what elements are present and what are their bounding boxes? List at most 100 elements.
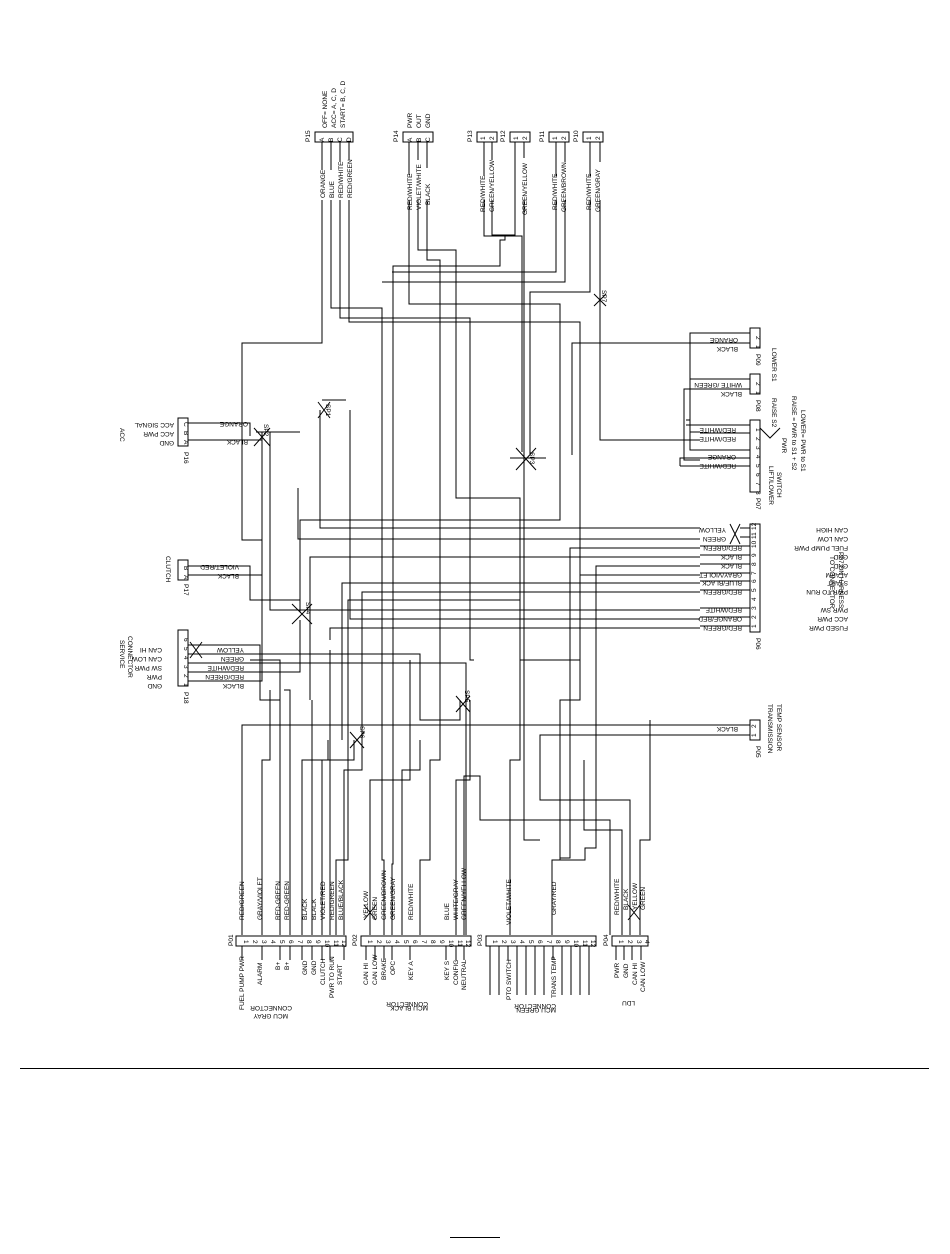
- p09-wire-2: ORANGE: [709, 336, 738, 343]
- p03-pin-8: 8: [554, 940, 561, 944]
- p04-pin-4: 4: [643, 940, 650, 944]
- p07-pin-4: 4: [754, 455, 761, 459]
- p06-pin-6: 6: [751, 579, 758, 583]
- p06-title-line2: P07 ON HARNESS: [837, 552, 844, 609]
- p06-wire-3: RED/WHITE: [705, 606, 742, 613]
- p01-label-10: CLUTCH: [320, 958, 327, 985]
- p15-pin-b: B: [328, 138, 335, 142]
- p02-label-10: KEY S: [444, 960, 451, 980]
- p13-wire-2: GREEN/YELLOW: [489, 159, 496, 212]
- p12-pin-1: 1: [513, 136, 520, 140]
- p02-pin-10: 10: [447, 940, 454, 948]
- p04-pin-1: 1: [617, 940, 624, 944]
- p15-note-acc: ACC= A, C, D: [331, 88, 338, 128]
- p06-label-3: PWR SW: [820, 606, 848, 613]
- p18-title-line1: SERVICE: [118, 640, 125, 669]
- p15-wire-d: RED/GREEN: [347, 159, 354, 198]
- p06-wire-11: GREEN: [703, 535, 726, 542]
- p01-pin-12: 12: [340, 940, 347, 948]
- p04-label-4: CAN LOW: [640, 961, 647, 992]
- p06-wire-10: RED/GREEN: [703, 544, 742, 551]
- p01-pin-8: 8: [305, 940, 312, 944]
- p11-pin-2: 2: [561, 136, 568, 140]
- p16-label-acc-signal: ACC SIGNAL: [134, 421, 174, 428]
- p06-pin-12: 12: [751, 522, 758, 530]
- p12-wire-2: GREEN/YELLOW: [522, 162, 529, 215]
- twist-mark-p02: [363, 904, 377, 921]
- p07-wire-4: ORANGE: [707, 453, 736, 460]
- splice-sp3-label: SP3: [528, 452, 535, 465]
- p02-title-line1: MCU BLACK: [389, 1004, 428, 1011]
- p18-label-pwr: PWR: [147, 673, 162, 680]
- connector-p14: P14 A B C PWR OUT GND RED/WHITE VIOLET/W…: [393, 113, 434, 210]
- p17-pin-b: B: [182, 566, 189, 570]
- p10-pin-2: 2: [595, 136, 602, 140]
- p08-title: RAISE S2: [770, 398, 777, 428]
- connector-p08: P08 1 2 RAISE S2 WHITE /GREEN BLACK: [694, 373, 777, 428]
- p07-pin-6: 6: [754, 473, 761, 477]
- p03-pin-7: 7: [545, 940, 552, 944]
- p14-id: P14: [393, 130, 400, 142]
- p06-wire-12: YELLOW: [698, 526, 726, 533]
- p15-note-off: OFF= NONE: [322, 90, 329, 128]
- connector-p12: P12 1 2 GREEN/YELLOW: [500, 130, 531, 236]
- p01-pin-5: 5: [278, 940, 285, 944]
- p02-pin-9: 9: [438, 940, 445, 944]
- p01-pin-4: 4: [269, 940, 276, 944]
- p01-pin-10: 10: [323, 940, 330, 948]
- p01-label-6: B+: [284, 962, 291, 970]
- raise-bracket: [759, 427, 781, 439]
- p02-label-12: NEUTRAL: [461, 959, 468, 990]
- p07-pin-3: 3: [754, 446, 761, 450]
- p09-pin-1: 1: [754, 345, 761, 349]
- p02-label-1: CAN HI: [363, 963, 370, 985]
- p15-pin-d: D: [346, 137, 353, 142]
- p01-wire-6: RED-GREEN: [284, 881, 291, 920]
- p18-pin-4: 4: [182, 656, 189, 660]
- p07-title-line1: LIFT/LOWER: [767, 466, 774, 505]
- p04-wire-3: YELLOW: [632, 882, 639, 910]
- splice-sp2: SP2: [253, 424, 300, 447]
- p02-pin-12: 12: [464, 940, 471, 948]
- p07-pin-7: 7: [754, 482, 761, 486]
- p01-label-11: PWR TO RUN: [329, 956, 336, 998]
- p18-label-can-hi: CAN HI: [140, 646, 162, 653]
- p01-label-12: START: [337, 964, 344, 985]
- p03-pin-1: 1: [491, 940, 498, 944]
- connector-p09: P09 1 2 LOWER S1 ORANGE BLACK: [700, 327, 777, 382]
- p03-pin-5: 5: [527, 940, 534, 944]
- p14-wire-b: VIOLET/WHITE: [416, 163, 423, 210]
- p04-label-1: PWR: [614, 963, 621, 978]
- p18-pin-2: 2: [182, 674, 189, 678]
- p14-pin-a: A: [407, 137, 414, 142]
- p01-label-1: FUEL PUMP PWR: [239, 956, 246, 1010]
- p15-pin-c: C: [337, 137, 344, 142]
- connector-p17: P17 A B CLUTCH BLACK VIOLET/RED: [164, 556, 239, 596]
- p06-title-line1: TO CONNECTOR: [828, 556, 835, 609]
- connector-p03: P03 1 2 3 4 5 6 7 8 9 10 11 12 PTO SWITC…: [477, 878, 597, 1013]
- p18-wire-4: GREEN: [221, 655, 244, 662]
- splice-sp1-label: SP1: [324, 404, 331, 417]
- p03-label-3: PTO SWITCH: [506, 959, 513, 1000]
- p17-wire-b: VIOLET/RED: [200, 563, 239, 570]
- p06-wire-9: BLACK: [720, 553, 742, 560]
- splice-sp7-label: SP7: [600, 290, 607, 303]
- p04-label-2: GND: [623, 963, 630, 978]
- connector-p02: P02 1 2 3 4 5 6 7 8 9 10 11 12 CAN HI CA…: [352, 867, 472, 1011]
- p06-pin-5: 5: [751, 588, 758, 592]
- p06-wire-6: BLUE/BLACK: [701, 579, 742, 586]
- twist-mark-p04: [627, 904, 641, 921]
- splice-sp5: SP5: [455, 690, 471, 713]
- p06-pin-10: 10: [751, 540, 758, 548]
- p06-wires: RED/GREEN ORANGE/RED RED/WHITE RED/GREEN…: [698, 526, 742, 631]
- p12-id: P12: [500, 130, 507, 142]
- p02-label-11: CONFIG: [453, 960, 460, 985]
- p16-pin-b: B: [182, 431, 189, 435]
- p03-pin-10: 10: [572, 940, 579, 948]
- connector-p11: P11 1 2 RED/WHITE GREEN/BROWN: [539, 131, 570, 212]
- p03-id: P03: [477, 934, 484, 946]
- p11-id: P11: [539, 131, 546, 142]
- p03-label-8: TRANS TEMP: [551, 956, 558, 998]
- p01-title-line2: CONNECTOR: [250, 1004, 292, 1011]
- p17-title: CLUTCH: [164, 556, 171, 583]
